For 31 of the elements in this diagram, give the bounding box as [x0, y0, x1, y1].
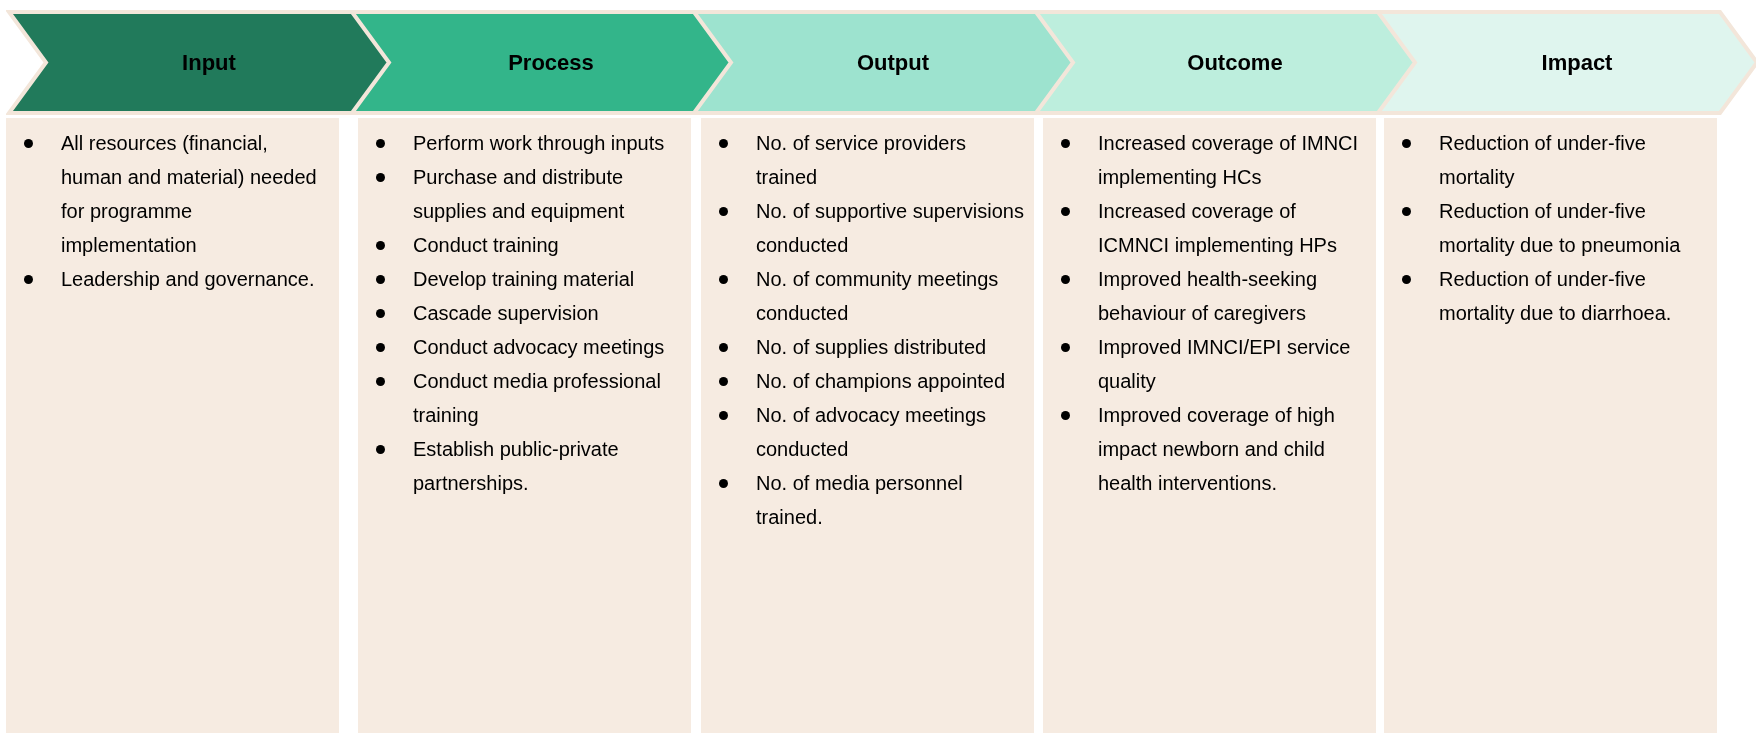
stage-heading: Input: [182, 49, 236, 77]
bullet-text: Perform work through inputs: [413, 131, 665, 156]
bullet-text: No. of media personnel trained.: [756, 471, 964, 530]
bullet-text: Improved IMNCI/EPI service quality: [1098, 335, 1352, 394]
content-panel: [1384, 118, 1717, 733]
bullet-text: No. of supplies distributed: [756, 335, 987, 360]
bullet-text: Reduction of under-five mortality due to pneumonia: [1439, 199, 1682, 258]
content-panel: [6, 118, 339, 733]
bullet-text: Increased coverage of ICMNCI implementing HPs: [1098, 199, 1338, 258]
bullet-text: No. of supportive supervisions conducted: [756, 199, 1024, 258]
bullet-text: Establish public-private partnerships.: [413, 437, 620, 496]
bullet-text: Cascade supervision: [413, 301, 599, 326]
bullet-text: Improved health-seeking behaviour of caregivers: [1098, 267, 1318, 326]
bullet-text: Reduction of under-five mortality due to diarrhoea.: [1439, 267, 1673, 326]
bullet-text: Purchase and distribute supplies and equipment: [413, 165, 626, 224]
bullet-text: No. of champions appointed: [756, 369, 1006, 394]
content-panel: [1043, 118, 1376, 733]
content-panel: [358, 118, 691, 733]
bullet-text: Increased coverage of IMNCI implementing HCs: [1098, 131, 1360, 190]
bullet-text: Conduct advocacy meetings: [413, 335, 665, 360]
bullet-text: No. of service providers trained: [756, 131, 968, 190]
bullet-text: Conduct training: [413, 233, 559, 258]
bullet-text: Conduct media professional training: [413, 369, 662, 428]
content-panel: [701, 118, 1034, 733]
bullet-text: No. of advocacy meetings conducted: [756, 403, 988, 462]
bullet-text: Reduction of under-five mortality: [1439, 131, 1647, 190]
bullet-text: No. of community meetings conducted: [756, 267, 1000, 326]
bullet-text: Improved coverage of high impact newborn and child health interventions.: [1098, 403, 1336, 496]
bullet-text: Leadership and governance.: [61, 267, 315, 292]
bullet-text: Develop training material: [413, 267, 635, 292]
bullet-text: All resources (financial, human and material) needed for programme implementation: [61, 131, 318, 258]
